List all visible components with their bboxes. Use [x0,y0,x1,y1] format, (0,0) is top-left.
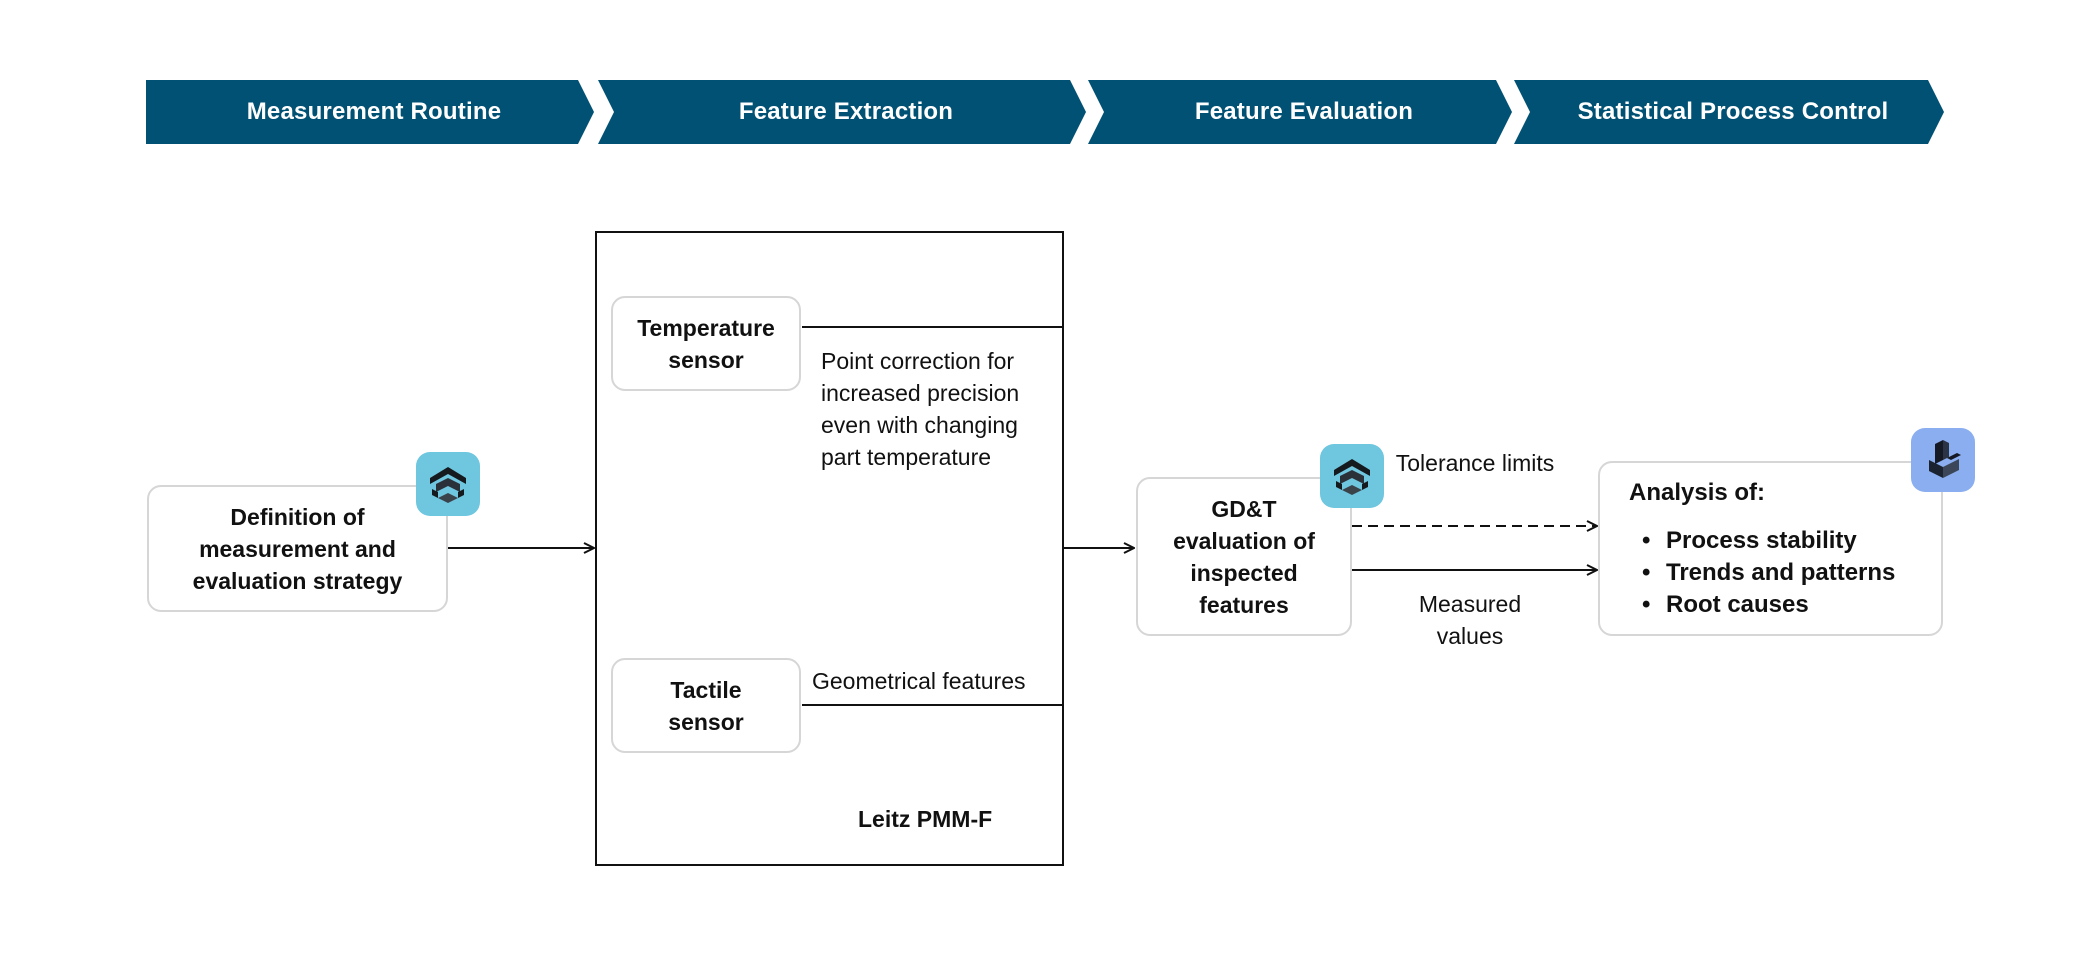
machine-frame [595,231,1064,866]
analytics-logo-icon [1911,428,1975,492]
step-label: Statistical Process Control [1577,98,1889,125]
step-measurement-routine: Measurement Routine [146,80,594,144]
measured-label: Measured values [1418,591,1522,649]
geometry-note: Geometrical features [812,668,1026,694]
list-item: Process stability [1630,525,1930,557]
strategy-box: Definition of measurement and evaluation… [147,485,448,612]
tolerance-label: Tolerance limits [1395,450,1555,476]
step-label: Measurement Routine [246,98,502,125]
temperature-note: Point correction for increased precision… [821,348,1020,470]
gdt-box: GD&T evaluation of inspected features [1136,477,1352,636]
step-feature-evaluation: Feature Evaluation [1088,80,1512,144]
step-feature-extraction: Feature Extraction [598,80,1086,144]
list-item: Trends and patterns [1630,557,1930,589]
gdt-text: GD&T evaluation of inspected features [1173,495,1315,618]
analysis-title: Analysis of: [1629,479,1766,506]
software-logo-icon [416,452,480,516]
temperature-sensor-text: Temperature sensor [637,314,775,373]
step-label: Feature Extraction [738,98,954,125]
tactile-sensor-box: Tactile sensor [611,658,801,753]
tactile-sensor-text: Tactile sensor [668,676,744,735]
list-item: Root causes [1630,589,1930,621]
step-statistical-process-control: Statistical Process Control [1514,80,1944,144]
software-logo-icon [1320,444,1384,508]
analysis-list: Process stability Trends and patterns Ro… [1630,525,1930,621]
machine-label: Leitz PMM-F [858,806,993,832]
temperature-sensor-box: Temperature sensor [611,296,801,391]
strategy-text: Definition of measurement and evaluation… [192,503,403,594]
step-label: Feature Evaluation [1194,98,1414,125]
